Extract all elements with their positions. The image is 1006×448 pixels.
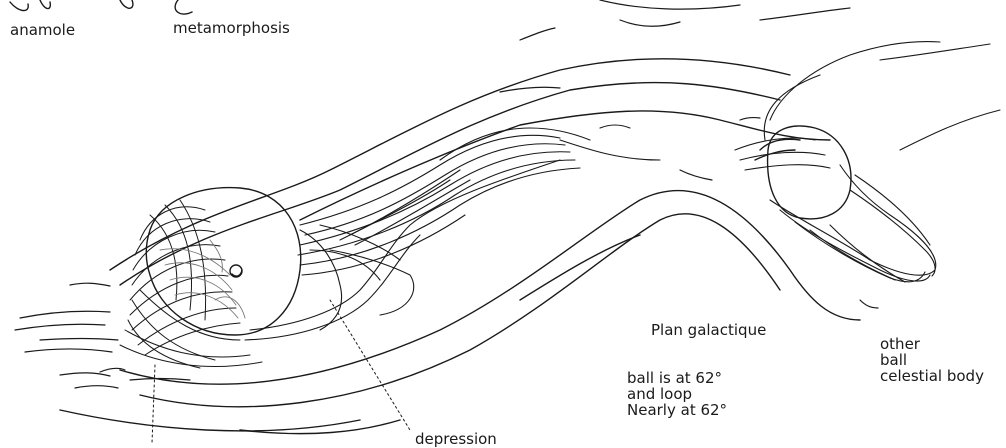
galactic-band-lower-edge-3 bbox=[60, 410, 360, 431]
anamole-label: anamole bbox=[10, 22, 75, 39]
galactic-band-lower-edge bbox=[120, 191, 860, 385]
other-label-line-3: celestial body bbox=[880, 368, 984, 385]
leader-line-left bbox=[152, 365, 155, 443]
anamole-swirl-icon bbox=[10, 0, 50, 11]
ball-note-line-3: Nearly at 62° bbox=[627, 402, 727, 419]
depression-label: depression bbox=[415, 431, 497, 448]
galactic-band-upper-edge-3 bbox=[300, 111, 830, 220]
loop-bridge bbox=[245, 125, 660, 340]
metamorphosis-label: metamorphosis bbox=[173, 20, 290, 37]
metamorphosis-swirl-icon bbox=[120, 0, 192, 14]
other-sphere-tail bbox=[735, 42, 1000, 282]
galactic-band-upper-edge bbox=[110, 59, 790, 270]
leader-line-depression bbox=[330, 300, 410, 430]
plan-galactique-label: Plan galactique bbox=[651, 322, 766, 339]
